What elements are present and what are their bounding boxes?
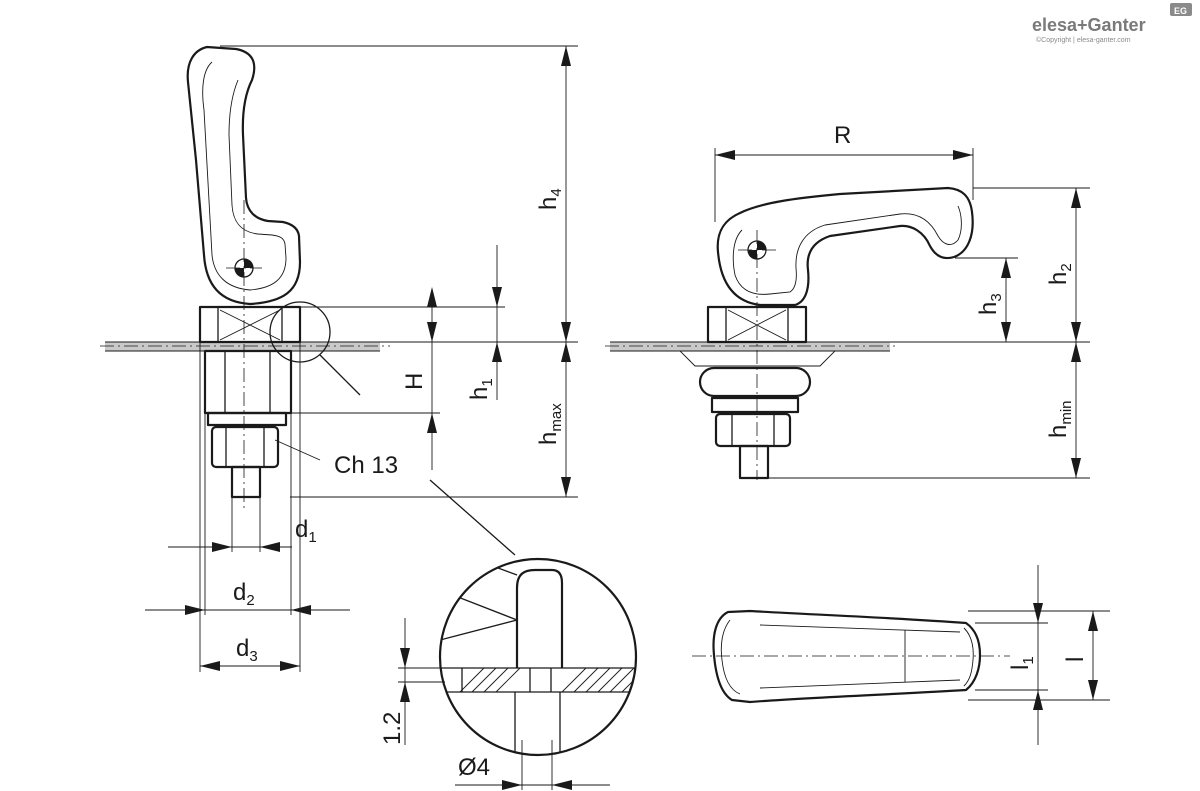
side-view	[100, 45, 516, 556]
label-1-2: 1.2	[379, 712, 406, 745]
mounting-plate	[105, 342, 380, 351]
brand-badge-box	[1170, 3, 1192, 16]
lever-handle-upright	[186, 45, 302, 306]
top-hex-nut	[198, 305, 302, 344]
side-view-dimensions: h4 hmax H h1 Ch 13 d1 d2 d3	[145, 45, 578, 672]
label-h1: h1	[466, 378, 496, 400]
copyright-text: ©Copyright | elesa-ganter.com	[1036, 36, 1131, 44]
label-h2: h2	[1045, 263, 1075, 285]
lock-nut-right	[714, 412, 792, 448]
label-ch13: Ch 13	[334, 452, 398, 479]
top-hex-nut-right	[706, 305, 808, 344]
mounting-plate-right	[610, 342, 890, 351]
lock-nut	[210, 425, 280, 469]
label-hmax: hmax	[535, 403, 565, 445]
label-R: R	[834, 122, 851, 149]
label-d1: d1	[295, 516, 317, 546]
front-view	[605, 186, 974, 480]
front-view-dimensions: R h2 h3 hmin	[714, 122, 1090, 479]
label-l: l	[1062, 657, 1089, 662]
label-d2: d2	[233, 579, 255, 609]
detail-circle	[438, 557, 638, 757]
brand-badge: EG	[1174, 6, 1187, 16]
handle-top-view: l1 l	[692, 565, 1110, 745]
plunger-pin	[230, 465, 262, 499]
plate-section-hatch	[459, 667, 636, 693]
detail-view: 1.2 Ø4	[379, 557, 638, 790]
label-h3: h3	[975, 293, 1005, 315]
label-dia4: Ø4	[458, 754, 490, 781]
spring-washer	[698, 366, 812, 398]
handle-top-outline	[712, 609, 982, 704]
label-H: H	[401, 373, 428, 390]
lever-handle-horizontal	[716, 186, 974, 307]
label-l1: l1	[1007, 656, 1037, 670]
plunger-body	[203, 349, 293, 415]
label-h4: h4	[535, 188, 565, 210]
label-hmin: hmin	[1045, 400, 1075, 438]
plunger-pin-right	[738, 444, 770, 480]
brand-logo: elesa+Ganter EG ©Copyright | elesa-gante…	[1032, 3, 1192, 44]
brand-name: elesa+Ganter	[1032, 15, 1146, 35]
label-d3: d3	[236, 635, 258, 665]
